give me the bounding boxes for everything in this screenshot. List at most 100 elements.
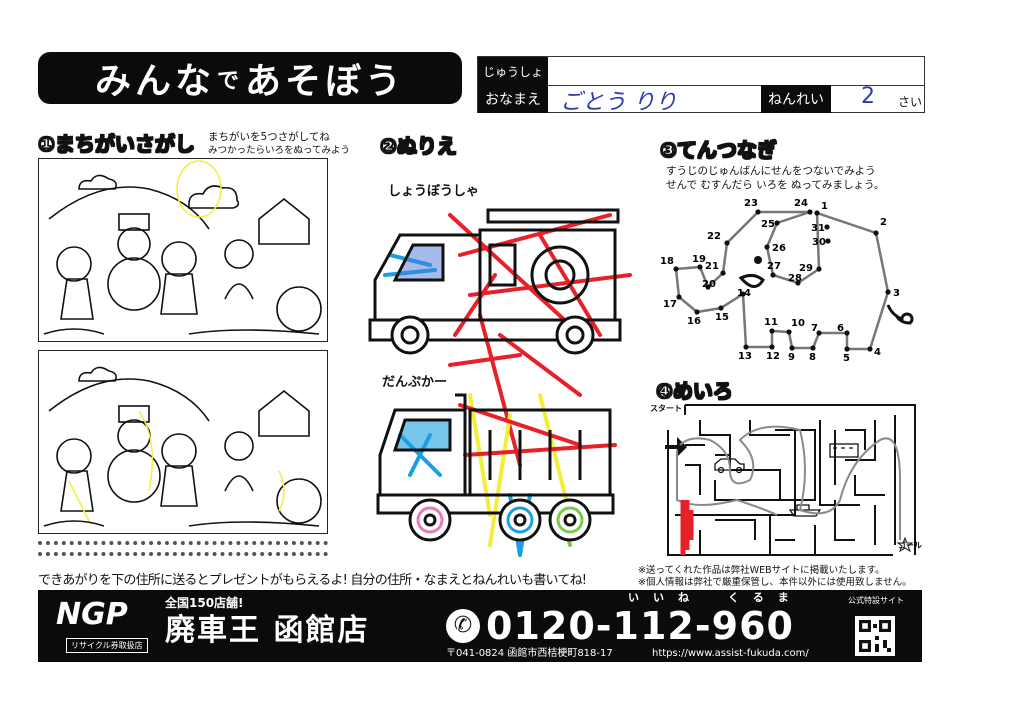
dot-point bbox=[724, 240, 730, 246]
dot-point bbox=[774, 220, 780, 226]
dot-number: 5 bbox=[843, 353, 850, 364]
note-line: ※送ってくれた作品は弊社WEBサイトに掲載いたします。 bbox=[638, 565, 885, 576]
dot-point bbox=[825, 238, 831, 244]
dot-point bbox=[769, 344, 775, 350]
dot-number: 3 bbox=[893, 288, 900, 299]
answer-key-upside-down bbox=[38, 538, 328, 556]
qr-code-icon[interactable] bbox=[855, 616, 895, 656]
dot-number: 27 bbox=[767, 261, 781, 272]
instruction-line: まちがいを5つさがしてね bbox=[208, 131, 330, 143]
privacy-notes: ※送ってくれた作品は弊社WEBサイトに掲載いたします。 ※個人情報は弊社で厳重保… bbox=[638, 565, 912, 589]
page-title: みんなであそぼう bbox=[38, 52, 462, 104]
dump-truck-label: だんぷかー bbox=[382, 375, 448, 390]
section1-instructions: まちがいを5つさがしてね みつかったらいろをぬってみよう bbox=[208, 130, 350, 158]
dot-number: 31 bbox=[811, 223, 825, 234]
elephant-eye-icon bbox=[754, 256, 762, 264]
dot-point bbox=[810, 345, 816, 351]
ship-icon bbox=[788, 504, 822, 517]
section3-instructions: すうじのじゅんばんにせんをつないでみよう せんで むすんだら いろを ぬってみま… bbox=[666, 164, 884, 192]
dot-number: 22 bbox=[707, 231, 721, 242]
dot-number: 30 bbox=[812, 237, 826, 248]
winter-scene-illustration bbox=[43, 366, 322, 527]
dot-point bbox=[789, 345, 795, 351]
dot-point bbox=[694, 309, 700, 315]
phone-number[interactable]: 0120-112-960 bbox=[486, 604, 794, 648]
address-row: じゅうしょ bbox=[478, 57, 924, 86]
start-arrow-icon bbox=[665, 437, 687, 457]
dot-number: 23 bbox=[744, 198, 758, 209]
dot-point bbox=[807, 209, 813, 215]
website-link[interactable]: https://www.assist-fukuda.com/ bbox=[652, 648, 809, 659]
dot-point bbox=[786, 329, 792, 335]
dot-point bbox=[844, 346, 850, 352]
taxi-icon bbox=[714, 458, 745, 474]
sponsor-footer: NGP リサイクル券取扱店 全国150店舗! 廃車王 函館店 ✆ いいね くるま… bbox=[38, 590, 922, 662]
spot-difference-picture-bottom[interactable] bbox=[38, 350, 328, 534]
dot-number: 9 bbox=[788, 352, 795, 363]
found-difference-circle bbox=[176, 160, 222, 218]
maze[interactable] bbox=[655, 400, 925, 560]
fire-truck-outline bbox=[368, 208, 622, 355]
dot-number: 16 bbox=[687, 316, 701, 327]
submission-instructions: できあがりを下の住所に送るとプレゼントがもらえるよ! 自分の住所・なまえとねんれ… bbox=[38, 573, 587, 588]
dot-number: 8 bbox=[809, 352, 816, 363]
section1-heading: ①まちがいさがし bbox=[37, 131, 195, 156]
dot-point bbox=[873, 230, 879, 236]
dot-number: 15 bbox=[715, 312, 729, 323]
train-icon bbox=[829, 443, 859, 458]
dot-point bbox=[795, 280, 801, 286]
dot-number: 11 bbox=[764, 317, 778, 328]
store-address: 〒041-0824 函館市西桔梗町818-17 bbox=[446, 648, 613, 659]
dot-point bbox=[816, 266, 822, 272]
elephant-tail-icon bbox=[886, 304, 914, 325]
goal-star-icon bbox=[896, 536, 914, 553]
drawn-maze-path bbox=[676, 425, 901, 540]
dot-number: 4 bbox=[874, 347, 881, 358]
dot-point bbox=[824, 224, 830, 230]
spot-difference-picture-top[interactable] bbox=[38, 158, 328, 342]
dot-number: 28 bbox=[788, 273, 802, 284]
dot-number: 13 bbox=[738, 351, 752, 362]
dot-number: 19 bbox=[692, 254, 706, 265]
dot-number: 1 bbox=[821, 201, 828, 212]
section4-heading: ④めいろ bbox=[655, 378, 733, 403]
drawn-connecting-line bbox=[674, 210, 890, 351]
dot-point bbox=[867, 346, 873, 352]
dot-point bbox=[673, 266, 679, 272]
maze-goal-label: ゴール bbox=[898, 541, 922, 550]
age-label: ねんれい bbox=[761, 85, 831, 113]
winter-scene-illustration bbox=[43, 160, 322, 335]
instruction-line: すうじのじゅんばんにせんをつないでみよう bbox=[666, 165, 876, 177]
dot-point bbox=[718, 305, 724, 311]
note-line: ※個人情報は弊社で厳重保管し、本件以外には使用致しません。 bbox=[638, 577, 912, 588]
dot-number: 6 bbox=[837, 323, 844, 334]
section2-heading: ②ぬりえ bbox=[379, 133, 457, 158]
tagline: 全国150店舗! bbox=[165, 596, 244, 610]
maze-walls bbox=[667, 404, 916, 556]
ngp-logo: NGP bbox=[56, 597, 128, 632]
dot-number: 17 bbox=[663, 299, 677, 310]
dot-number: 20 bbox=[702, 279, 716, 290]
dot-point bbox=[764, 244, 770, 250]
dot-number: 24 bbox=[794, 198, 808, 209]
phone-icon: ✆ bbox=[446, 609, 480, 643]
dot-number: 12 bbox=[766, 351, 780, 362]
age-field[interactable]: 2 bbox=[861, 84, 875, 109]
title-part: みんな bbox=[94, 61, 215, 102]
section3-heading: ③てんつなぎ bbox=[659, 137, 777, 162]
coloring-area[interactable] bbox=[360, 195, 650, 565]
dot-number: 29 bbox=[799, 263, 813, 274]
instruction-line: せんで むすんだら いろを ぬってみましょう。 bbox=[666, 179, 885, 191]
dot-number: 25 bbox=[761, 219, 775, 230]
entry-form: じゅうしょ おなまえ ごとう りり ねんれい 2 さい bbox=[477, 56, 925, 115]
dot-point bbox=[816, 330, 822, 336]
name-row: おなまえ ごとう りり ねんれい 2 さい bbox=[478, 84, 924, 115]
fire-truck-label: しょうぼうしゃ bbox=[388, 184, 480, 199]
qr-label: 公式特設サイト bbox=[848, 596, 904, 605]
logo-subtitle: リサイクル券取扱店 bbox=[66, 638, 148, 653]
crayon-scribble bbox=[680, 500, 694, 555]
dot-number: 26 bbox=[772, 243, 786, 254]
dot-number: 21 bbox=[705, 261, 719, 272]
name-field[interactable]: ごとう りり bbox=[560, 90, 677, 115]
qr-pattern bbox=[859, 620, 891, 652]
